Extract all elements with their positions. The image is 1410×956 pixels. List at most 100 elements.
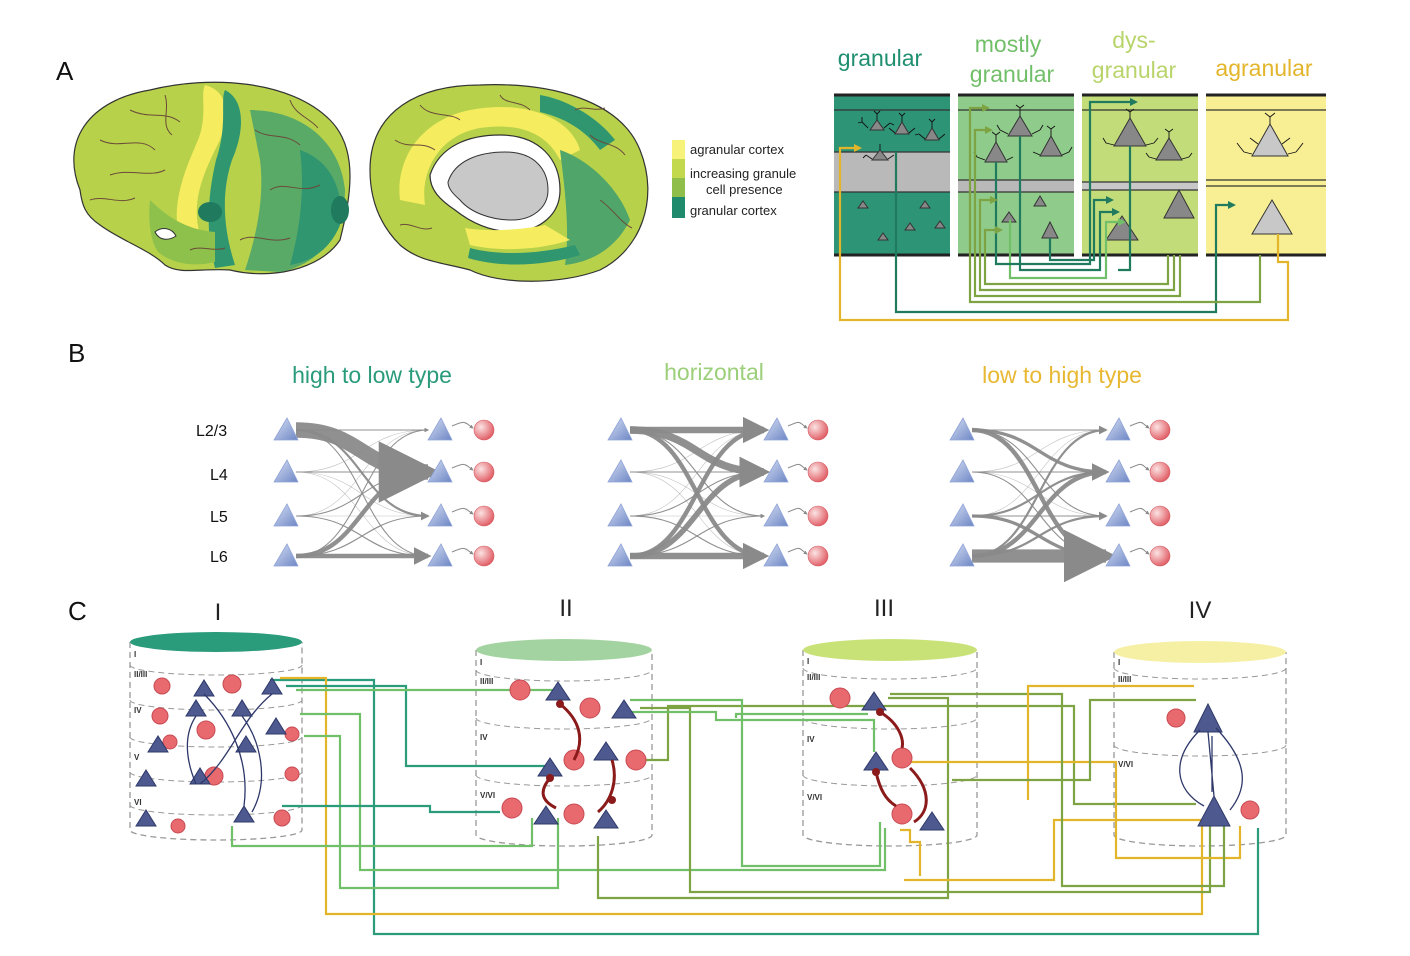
local-arrow-0-2 — [451, 507, 474, 515]
c1-layer-5: VI — [134, 798, 142, 807]
flow-g0-2-0 — [295, 428, 429, 517]
pyramidal-src-0-3 — [273, 543, 299, 567]
legend-increasing: increasing granule — [690, 166, 796, 181]
local-arrow-0-1 — [451, 463, 474, 471]
pyramidal-src-0-1 — [273, 459, 299, 483]
local-arrow-2-1 — [1129, 463, 1150, 471]
pyramidal-tgt-2-0 — [1105, 417, 1131, 441]
c2-layer-4: V/VI — [480, 791, 495, 800]
c4-layer-2: II/III — [1118, 675, 1131, 684]
pyramidal-src-0-0 — [273, 417, 299, 441]
panel-c: I II III IV I II/III IV V VI I II/III IV… — [129, 595, 1287, 936]
flow-diagrams — [273, 416, 1171, 583]
pyramidal-src-1-3 — [607, 543, 633, 567]
layer-label-l5: L5 — [210, 509, 228, 526]
pyramidal-tgt-0-0 — [427, 417, 453, 441]
interneuron-0-2 — [473, 505, 495, 527]
interneuron-1-3 — [807, 545, 829, 567]
brain-lateral-view — [73, 81, 351, 275]
legend-swatch-agranular — [672, 140, 685, 159]
panel-label-b: B — [68, 338, 85, 368]
header-agranular: agranular — [1215, 55, 1313, 81]
pyramidal-tgt-1-2 — [763, 503, 789, 527]
header-dys-granular: granular — [1092, 57, 1177, 83]
interneuron-2-1 — [1149, 461, 1171, 483]
local-arrow-1-0 — [787, 421, 808, 429]
pyramidal-src-1-2 — [607, 503, 633, 527]
interneuron-2-0 — [1149, 419, 1171, 441]
pyramidal-tgt-1-3 — [763, 543, 789, 567]
pyramidal-src-2-2 — [949, 503, 975, 527]
cylinder-1: I II/III IV V VI — [129, 632, 303, 841]
column-dysgranular — [1082, 95, 1198, 255]
c3-layer-3: IV — [807, 735, 815, 744]
local-arrow-2-0 — [1129, 421, 1150, 429]
legend-granular: granular cortex — [690, 203, 777, 218]
cylinder-2: I II/III IV V/VI — [475, 639, 653, 847]
panel-label-a: A — [56, 56, 74, 86]
cortex-legend: agranular cortex increasing granule cell… — [672, 140, 796, 218]
interneuron-0-1 — [473, 461, 495, 483]
header-mostly-granular: granular — [970, 61, 1055, 87]
pyramidal-tgt-2-3 — [1105, 543, 1131, 567]
pyramidal-tgt-0-1 — [427, 459, 453, 483]
flow-g2-2-0 — [971, 428, 1107, 517]
interneuron-0-3 — [473, 545, 495, 567]
flow-g0-3-2 — [295, 513, 429, 557]
title-high-to-low: high to low type — [292, 362, 452, 388]
title-horizontal: horizontal — [664, 359, 764, 385]
c3-layer-4: V/VI — [807, 793, 822, 802]
flow-g2-1-0 — [971, 428, 1107, 473]
interneuron-1-1 — [807, 461, 829, 483]
c2-layer-1: I — [480, 658, 482, 667]
flow-g1-1-0 — [629, 428, 765, 473]
brain-medial-view — [369, 84, 649, 282]
inter-areal-connections — [230, 676, 1260, 936]
cortex-type-columns: granular mostly granular dys- granular a… — [834, 27, 1326, 322]
pyramidal-tgt-2-1 — [1105, 459, 1131, 483]
column-label-4: IV — [1189, 597, 1212, 624]
interneuron-2-3 — [1149, 545, 1171, 567]
column-mostly-granular — [958, 95, 1074, 255]
c2-layer-3: IV — [480, 733, 488, 742]
pyramidal-tgt-0-2 — [427, 503, 453, 527]
flow-g1-3-1 — [629, 461, 769, 559]
c1-layer-4: V — [134, 753, 140, 762]
local-arrow-2-2 — [1129, 507, 1150, 515]
legend-agranular: agranular cortex — [690, 142, 784, 157]
interneuron-1-2 — [807, 505, 829, 527]
column-label-1: I — [215, 599, 222, 626]
legend-cell-presence: cell presence — [706, 182, 783, 197]
c4-layer-3: V/VI — [1118, 760, 1133, 769]
legend-swatch-cell — [672, 178, 685, 197]
legend-swatch-increasing — [672, 159, 685, 178]
flow-g0-3-1 — [295, 463, 432, 559]
local-arrow-1-3 — [787, 547, 808, 555]
title-low-to-high: low to high type — [982, 362, 1142, 388]
layer-label-l4: L4 — [210, 467, 228, 484]
interneuron-0-0 — [473, 419, 495, 441]
c3-layer-1: I — [807, 657, 809, 666]
pyramidal-tgt-1-1 — [763, 459, 789, 483]
local-arrow-0-3 — [451, 547, 474, 555]
pyramidal-src-1-1 — [607, 459, 633, 483]
c3-layer-2: II/III — [807, 673, 820, 682]
pyramidal-tgt-2-2 — [1105, 503, 1131, 527]
pyramidal-tgt-0-3 — [427, 543, 453, 567]
pyramidal-src-2-0 — [949, 417, 975, 441]
cylinder-4: I II/III V/VI — [1113, 641, 1287, 847]
interneuron-2-2 — [1149, 505, 1171, 527]
column-label-2: II — [559, 595, 572, 622]
granular-band-3 — [1082, 182, 1198, 190]
panel-label-c: C — [68, 596, 87, 626]
flow-g0-1-0 — [295, 428, 429, 473]
local-arrow-0-0 — [451, 421, 474, 429]
interneuron-1-0 — [807, 419, 829, 441]
local-arrow-2-3 — [1129, 547, 1150, 555]
header-mostly: mostly — [975, 31, 1042, 57]
c1-layer-2: II/III — [134, 670, 147, 679]
granular-band-2 — [958, 180, 1074, 192]
cylinder-3: I II/III IV V/VI — [802, 639, 978, 847]
c2-layer-2: II/III — [480, 677, 493, 686]
